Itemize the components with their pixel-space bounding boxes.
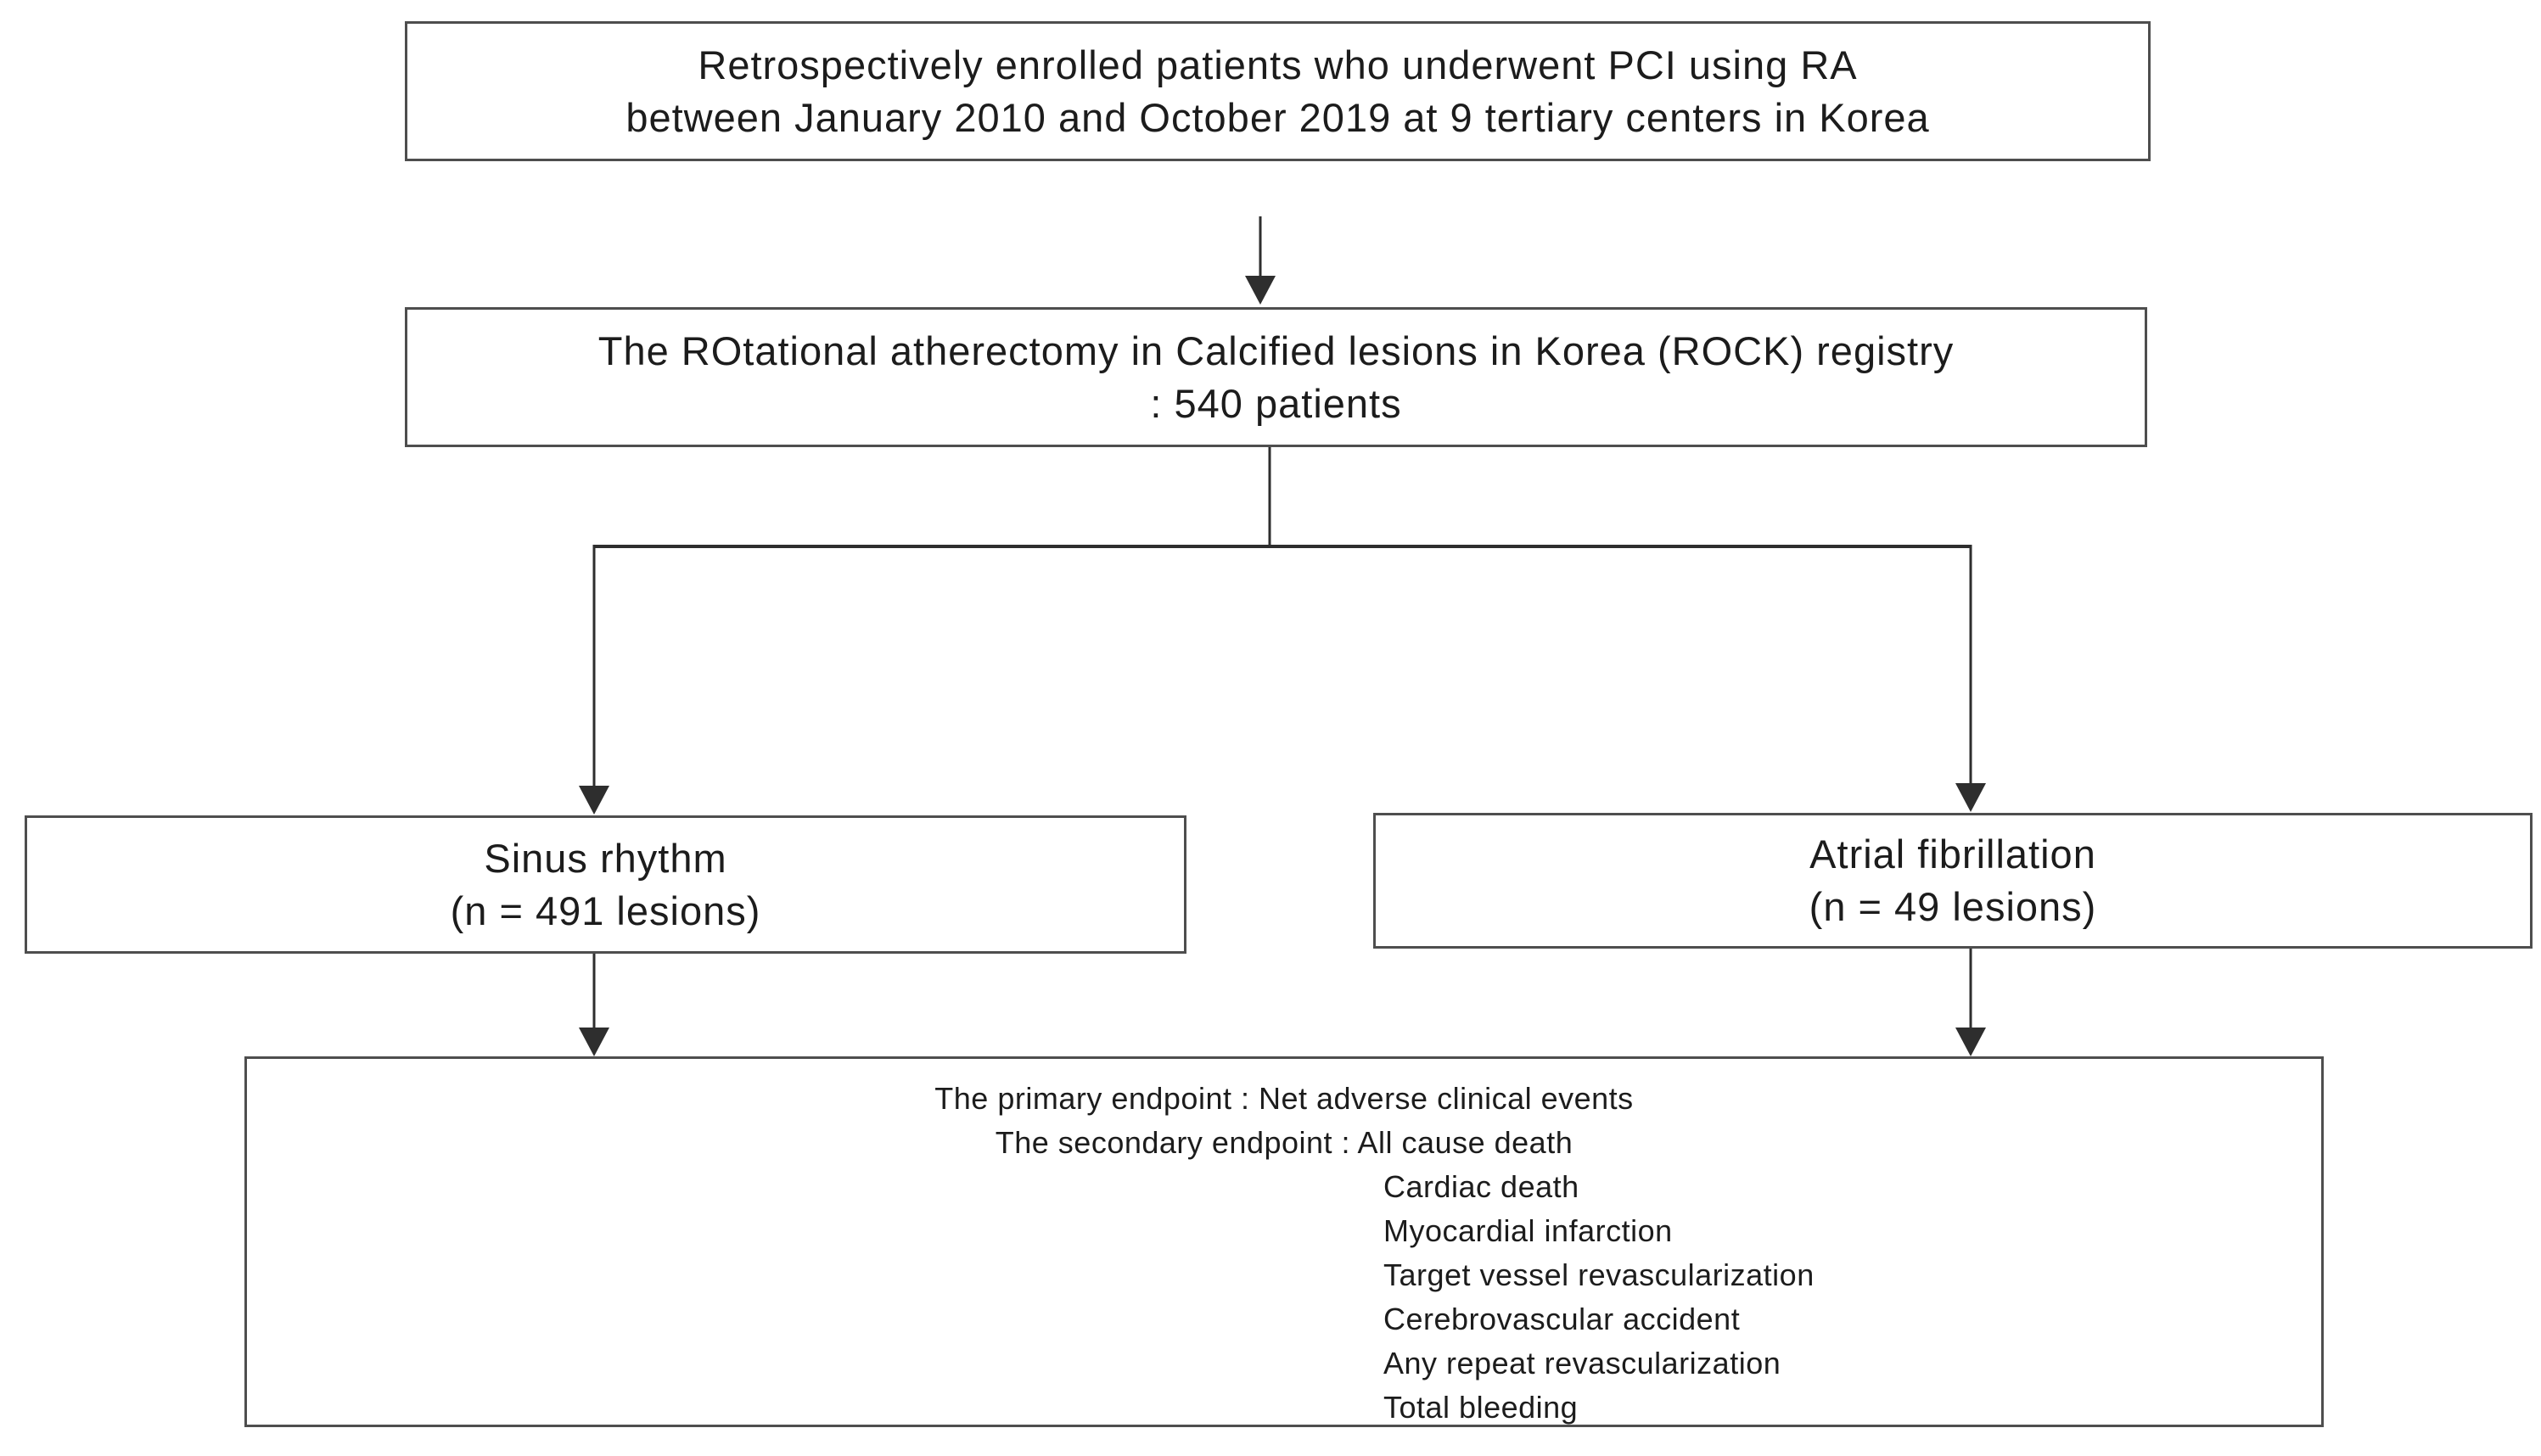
arrow-enrollment-to-registry-head: [1245, 276, 1276, 305]
atrial-fibrillation-line-2: (n = 49 lesions): [1809, 884, 2097, 929]
secondary-endpoint-line: The secondary endpoint : All cause death: [995, 1125, 1573, 1160]
secondary-endpoint-item: Myocardial infarction: [1383, 1213, 1673, 1248]
secondary-endpoint-item: Cerebrovascular accident: [1383, 1302, 1741, 1336]
atrial-fibrillation-line-1: Atrial fibrillation: [1809, 832, 2096, 876]
secondary-endpoint-item: Cardiac death: [1383, 1169, 1579, 1204]
secondary-endpoint-item: Target vessel revascularization: [1383, 1257, 1815, 1292]
arrow-split-to-afib-head: [1955, 783, 1986, 812]
enrollment-box: Retrospectively enrolled patients who un…: [405, 21, 2151, 161]
sinus-rhythm-line-1: Sinus rhythm: [484, 835, 727, 881]
endpoints-box: The primary endpoint : Net adverse clini…: [244, 1056, 2324, 1427]
enrollment-line-1: Retrospectively enrolled patients who un…: [698, 42, 1858, 87]
registry-line-1: The ROtational atherectomy in Calcified …: [597, 328, 1955, 373]
registry-line-2: : 540 patients: [1150, 380, 1402, 426]
arrow-afib-to-endpoints-head: [1955, 1028, 1986, 1056]
enrollment-line-2: between January 2010 and October 2019 at…: [625, 94, 1930, 140]
sinus-rhythm-line-2: (n = 491 lesions): [450, 888, 761, 933]
primary-endpoint-line: The primary endpoint : Net adverse clini…: [934, 1081, 1634, 1116]
arrow-split-to-sinus-head: [579, 786, 609, 815]
registry-box: The ROtational atherectomy in Calcified …: [405, 307, 2147, 447]
secondary-endpoint-item: Total bleeding: [1383, 1390, 1579, 1425]
atrial-fibrillation-box: Atrial fibrillation (n = 49 lesions): [1373, 813, 2533, 949]
arrow-sinus-to-endpoints-head: [579, 1028, 609, 1056]
sinus-rhythm-box: Sinus rhythm (n = 491 lesions): [25, 815, 1186, 954]
secondary-endpoint-item: Any repeat revascularization: [1383, 1346, 1781, 1380]
